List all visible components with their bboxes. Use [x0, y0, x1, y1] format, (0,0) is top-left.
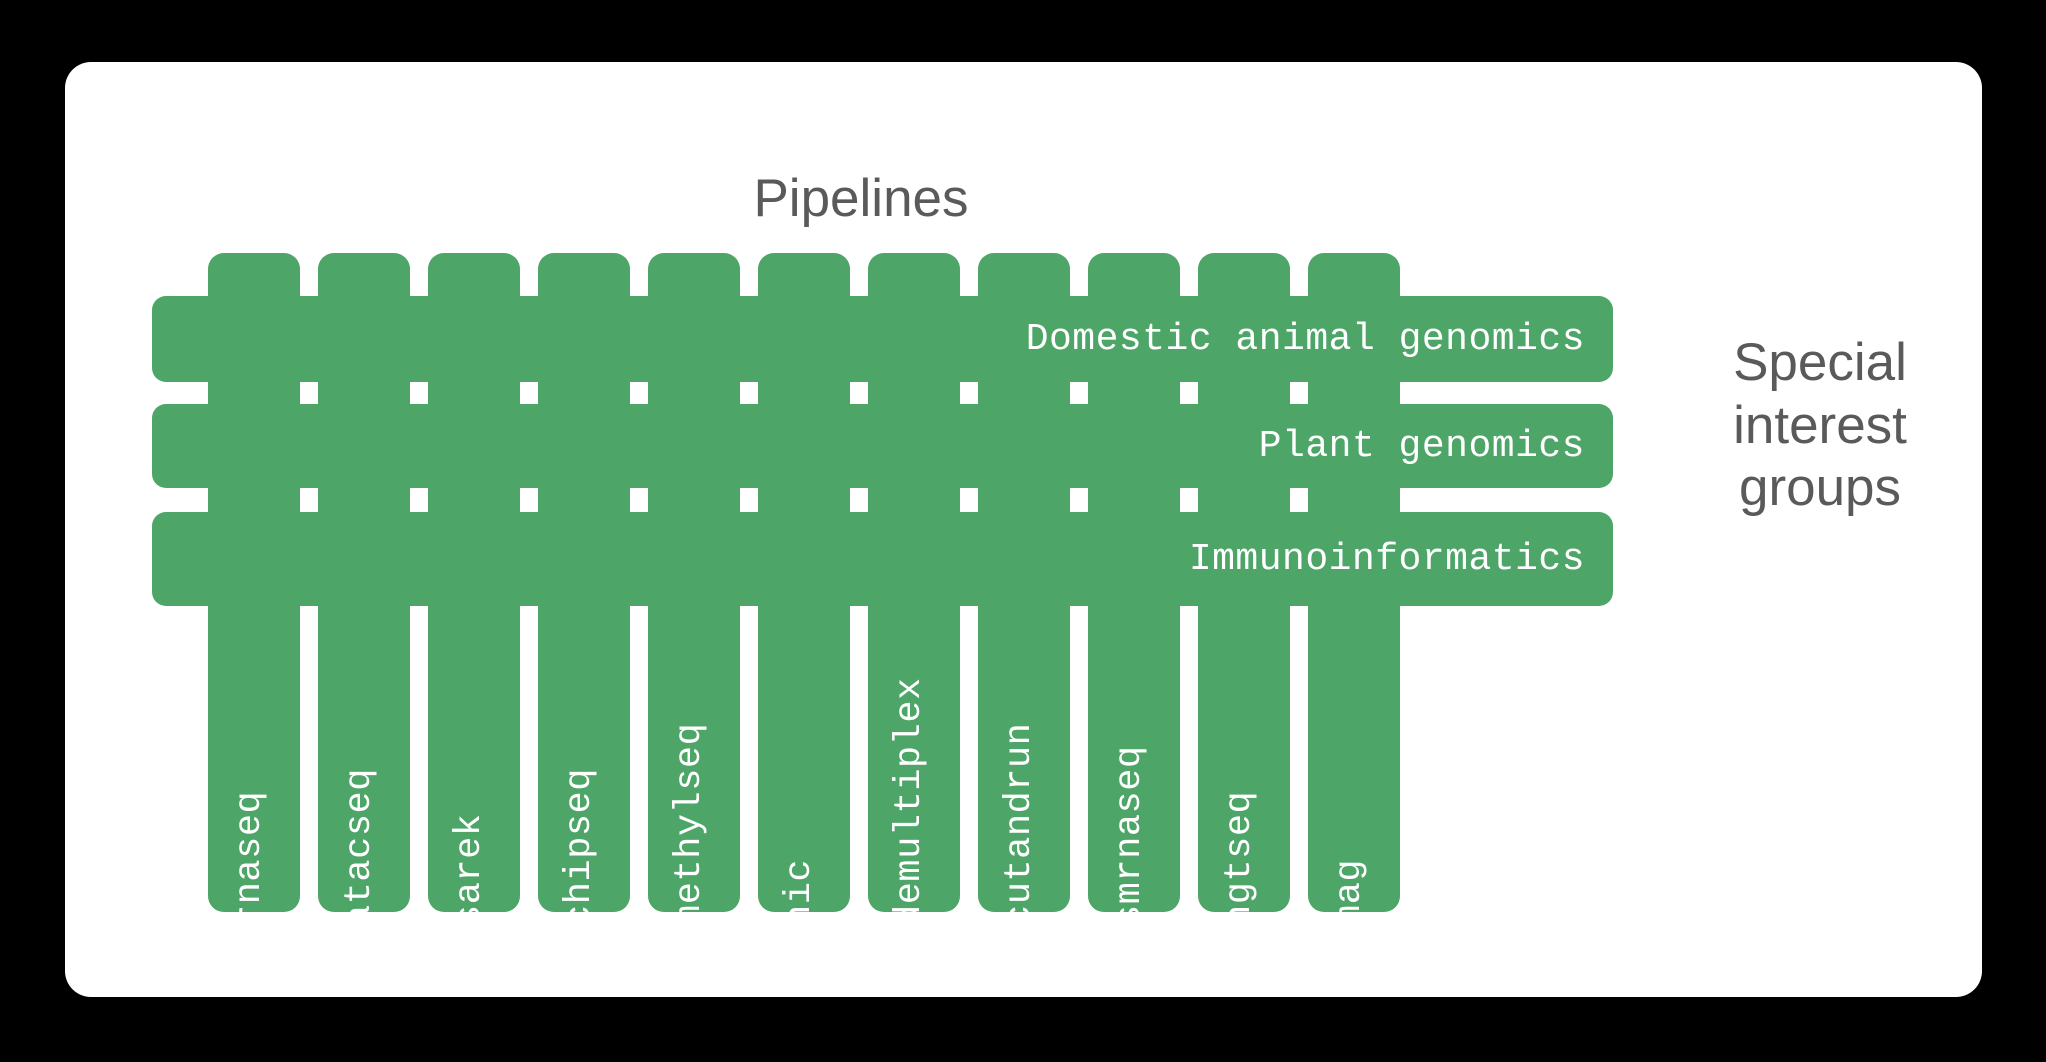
white-card: Pipelines Special interest groups rnaseq… — [65, 62, 1982, 997]
sig-bar-1[interactable]: Domestic animal genomics — [152, 296, 1613, 382]
pipeline-column-mag[interactable] — [1308, 253, 1400, 296]
pipeline-column-mag[interactable] — [1308, 606, 1400, 912]
pipeline-column-smrnaseq[interactable] — [1088, 606, 1180, 912]
pipeline-column-atacseq[interactable] — [318, 382, 410, 404]
weave-diagram: rnaseq atacseq sarek chipseq methylseq hic dem… — [65, 62, 1982, 997]
sig-label-line-1: Special — [1733, 333, 1907, 392]
pipeline-column-sarek[interactable] — [428, 488, 520, 512]
pipeline-column-smrnaseq[interactable] — [1088, 382, 1180, 404]
sig-bar-label: Domestic animal genomics — [1025, 317, 1585, 361]
pipeline-column-methylseq[interactable] — [648, 606, 740, 912]
pipeline-column-methylseq[interactable] — [648, 488, 740, 512]
pipeline-column-methylseq[interactable] — [648, 253, 740, 296]
pipeline-label-chipseq: chipseq — [559, 768, 601, 927]
pipeline-column-demultiplex[interactable] — [868, 606, 960, 912]
pipeline-column-sarek[interactable] — [428, 606, 520, 912]
pipeline-column-cutandrun[interactable] — [978, 382, 1070, 404]
pipeline-column-cutandrun[interactable] — [978, 253, 1070, 296]
pipeline-label-methylseq: methylseq — [669, 722, 711, 927]
pipeline-label-rnaseq: rnaseq — [229, 790, 271, 927]
pipeline-column-chipseq[interactable] — [538, 488, 630, 512]
sig-label-line-2: interest — [1733, 395, 1907, 455]
pipeline-column-hic[interactable] — [758, 488, 850, 512]
pipeline-column-atacseq[interactable] — [318, 253, 410, 296]
pipeline-column-cutandrun[interactable] — [978, 488, 1070, 512]
pipeline-column-hgtseq[interactable] — [1198, 382, 1290, 404]
pipeline-label-hgtseq: hgtseq — [1219, 790, 1261, 927]
pipeline-column-hic[interactable] — [758, 606, 850, 912]
pipeline-column-hgtseq[interactable] — [1198, 253, 1290, 296]
sig-label-line-3: groups — [1738, 458, 1902, 518]
pipeline-column-methylseq[interactable] — [648, 382, 740, 404]
pipeline-column-hic[interactable] — [758, 382, 850, 404]
pipeline-label-mag: mag — [1329, 858, 1371, 927]
pipeline-label-hic: hic — [779, 858, 821, 927]
pipeline-column-demultiplex[interactable] — [868, 382, 960, 404]
sig-bar-2[interactable]: Plant genomics — [152, 404, 1613, 488]
pipeline-column-smrnaseq[interactable] — [1088, 488, 1180, 512]
pipeline-column-hgtseq[interactable] — [1198, 606, 1290, 912]
pipeline-column-atacseq[interactable] — [318, 488, 410, 512]
pipeline-column-demultiplex[interactable] — [868, 488, 960, 512]
pipeline-column-rnaseq[interactable] — [208, 253, 300, 296]
pipeline-column-chipseq[interactable] — [538, 606, 630, 912]
pipeline-column-mag[interactable] — [1308, 488, 1400, 512]
special-interest-groups-label: Special interest groups — [1680, 332, 1960, 520]
pipeline-column-sarek[interactable] — [428, 382, 520, 404]
pipeline-label-sarek: sarek — [449, 813, 491, 927]
page-title: Pipelines — [753, 169, 969, 228]
pipeline-column-hic[interactable] — [758, 253, 850, 296]
pipeline-label-smrnaseq: smrnaseq — [1109, 745, 1151, 927]
sig-bar-label: Plant genomics — [1258, 424, 1585, 468]
pipeline-column-rnaseq[interactable] — [208, 382, 300, 404]
pipeline-column-demultiplex[interactable] — [868, 253, 960, 296]
pipeline-label-demultiplex: demultiplex — [889, 677, 931, 927]
pipeline-column-smrnaseq[interactable] — [1088, 253, 1180, 296]
pipeline-column-sarek[interactable] — [428, 253, 520, 296]
pipeline-column-rnaseq[interactable] — [208, 488, 300, 512]
sig-bar-label: Immunoinformatics — [1188, 537, 1585, 581]
pipeline-label-atacseq: atacseq — [339, 768, 381, 927]
pipeline-column-hgtseq[interactable] — [1198, 488, 1290, 512]
sig-bar-3[interactable]: Immunoinformatics — [152, 512, 1613, 606]
pipeline-column-chipseq[interactable] — [538, 253, 630, 296]
pipeline-column-rnaseq[interactable] — [208, 606, 300, 912]
pipeline-column-mag[interactable] — [1308, 382, 1400, 404]
pipeline-column-cutandrun[interactable] — [978, 606, 1070, 912]
pipeline-column-chipseq[interactable] — [538, 382, 630, 404]
pipeline-label-cutandrun: cutandrun — [999, 722, 1041, 927]
pipeline-column-atacseq[interactable] — [318, 606, 410, 912]
